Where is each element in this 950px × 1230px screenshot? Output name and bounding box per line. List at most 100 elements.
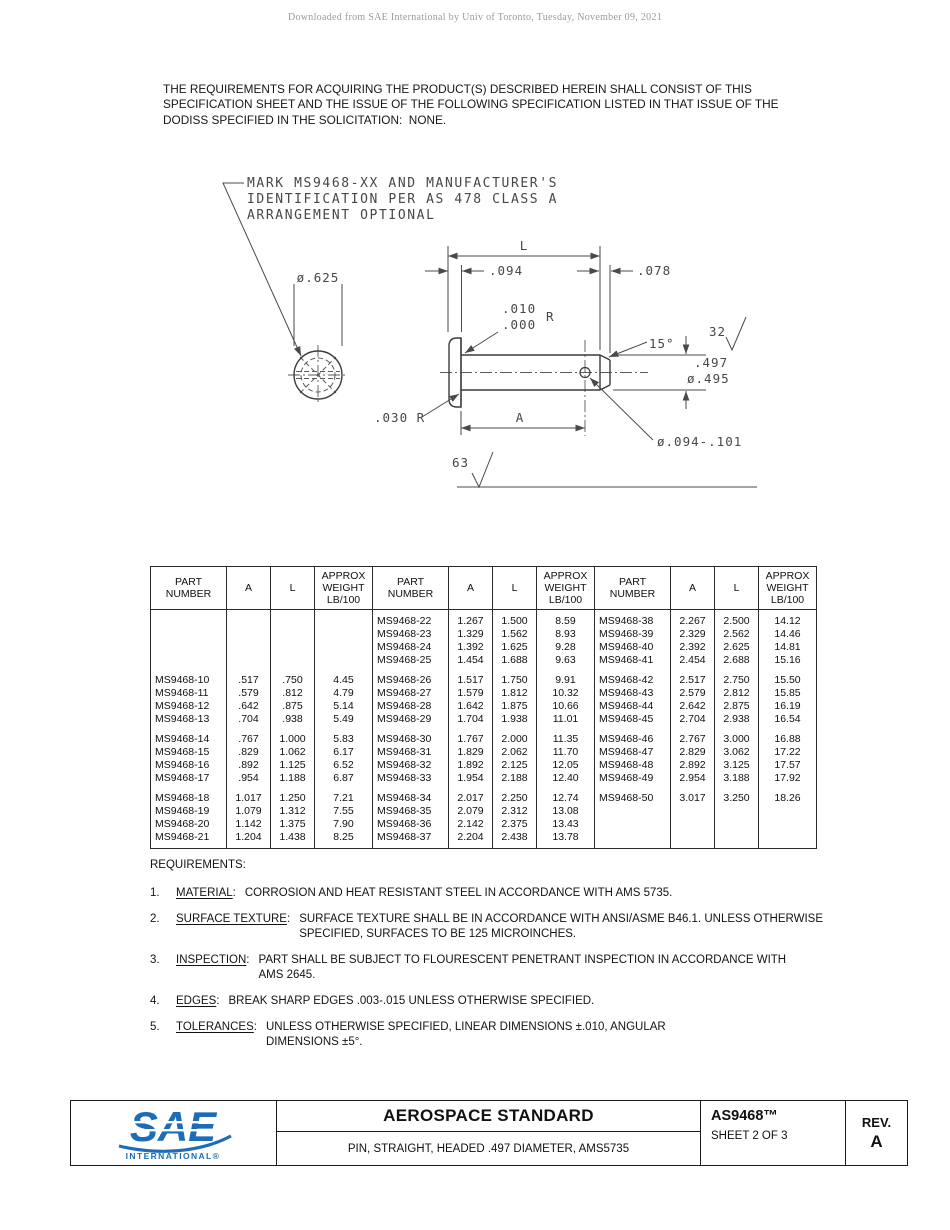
table-cell: 1.250 — [270, 791, 315, 805]
table-cell: MS9468-36 — [372, 817, 449, 831]
table-cell: 1.767 — [448, 732, 493, 746]
table-spacer-row — [150, 725, 817, 733]
table-cell — [270, 627, 315, 641]
table-cell: MS9468-46 — [594, 732, 671, 746]
table-cell: 2.579 — [670, 686, 715, 700]
table-cell — [150, 653, 227, 667]
table-cell: 18.26 — [758, 791, 817, 805]
table-cell: 1.079 — [226, 804, 271, 818]
table-cell: 3.125 — [714, 758, 759, 772]
table-cell: MS9468-24 — [372, 640, 449, 654]
table-cell: 1.017 — [226, 791, 271, 805]
end-view-head-circle — [293, 350, 343, 400]
title-block-center: AEROSPACE STANDARD PIN, STRAIGHT, HEADED… — [276, 1101, 701, 1165]
table-cell: MS9468-32 — [372, 758, 449, 772]
header-part-number: PART NUMBER — [150, 566, 227, 610]
table-cell — [594, 830, 671, 844]
table-cell: MS9468-42 — [594, 673, 671, 687]
dim-text-mask — [292, 271, 344, 284]
dim-dia-max-label: .497 — [694, 355, 728, 370]
marking-note-line1: MARK MS9468-XX AND MANUFACTURER'S — [247, 176, 558, 191]
header-weight: APPROX WEIGHT LB/100 — [758, 566, 817, 610]
table-cell: .938 — [270, 712, 315, 726]
table-cell: 2.062 — [492, 745, 537, 759]
sheet-number: SHEET 2 OF 3 — [711, 1130, 788, 1142]
table-cell: 2.454 — [670, 653, 715, 667]
table-cell: 1.375 — [270, 817, 315, 831]
table-cell: 11.35 — [536, 732, 595, 746]
technical-drawing: MARK MS9468-XX AND MANUFACTURER'S IDENTI… — [222, 176, 757, 489]
requirement-item: 5. TOLERANCES: UNLESS OTHERWISE SPECIFIE… — [150, 1020, 940, 1050]
table-header-row: PART NUMBER A L APPROX WEIGHT LB/100 PAR… — [150, 566, 817, 610]
table-cell: MS9468-22 — [372, 614, 449, 628]
table-cell: 13.08 — [536, 804, 595, 818]
table-cell: MS9468-34 — [372, 791, 449, 805]
table-cell — [714, 804, 759, 818]
table-cell — [714, 830, 759, 844]
table-cell: MS9468-18 — [150, 791, 227, 805]
table-cell: MS9468-26 — [372, 673, 449, 687]
table-cell: 9.91 — [536, 673, 595, 687]
marking-note-line2: IDENTIFICATION PER AS 478 CLASS A — [247, 192, 558, 207]
table-cell: 2.250 — [492, 791, 537, 805]
requirement-colon: : — [286, 913, 291, 925]
table-cell: .750 — [270, 673, 315, 687]
dim-dia-min-label: ø.495 — [687, 371, 730, 386]
table-cell: MS9468-27 — [372, 686, 449, 700]
table-cell: 2.079 — [448, 804, 493, 818]
table-cell: 1.938 — [492, 712, 537, 726]
requirement-item: 2. SURFACE TEXTURE: SURFACE TEXTURE SHAL… — [150, 912, 940, 942]
table-cell: MS9468-16 — [150, 758, 227, 772]
header-a: A — [448, 566, 493, 610]
table-cell: 2.188 — [492, 771, 537, 785]
table-cell: 1.892 — [448, 758, 493, 772]
table-cell: 17.22 — [758, 745, 817, 759]
table-cell: 1.188 — [270, 771, 315, 785]
table-cell: MS9468-33 — [372, 771, 449, 785]
table-cell: 2.704 — [670, 712, 715, 726]
table-cell: MS9468-23 — [372, 627, 449, 641]
table-cell: .579 — [226, 686, 271, 700]
table-cell: 11.70 — [536, 745, 595, 759]
header-weight: APPROX WEIGHT LB/100 — [314, 566, 373, 610]
table-cell: .642 — [226, 699, 271, 713]
table-cell: 2.312 — [492, 804, 537, 818]
table-cell: 2.892 — [670, 758, 715, 772]
table-cell: MS9468-31 — [372, 745, 449, 759]
requirement-label: MATERIAL — [176, 887, 233, 899]
table-cell: 5.83 — [314, 732, 373, 746]
table-cell: 11.01 — [536, 712, 595, 726]
parts-table-section: PART NUMBER A L APPROX WEIGHT LB/100 PAR… — [150, 566, 817, 849]
sae-logo: SAE INTERNATIONAL® — [71, 1101, 276, 1165]
table-cell — [758, 804, 817, 818]
table-cell: MS9468-17 — [150, 771, 227, 785]
table-cell: 2.954 — [670, 771, 715, 785]
document-number: AS9468™ — [711, 1108, 778, 1124]
dim-length-label: L — [520, 238, 529, 253]
pin-head — [448, 337, 462, 408]
table-cell: 2.500 — [714, 614, 759, 628]
intro-paragraph: THE REQUIREMENTS FOR ACQUIRING THE PRODU… — [163, 82, 779, 127]
table-cell: 3.250 — [714, 791, 759, 805]
table-cell — [270, 614, 315, 628]
table-cell: 1.392 — [448, 640, 493, 654]
table-cell: MS9468-15 — [150, 745, 227, 759]
table-cell: 2.750 — [714, 673, 759, 687]
requirement-number: 2. — [150, 913, 160, 925]
surface-finish-63-label: 63 — [452, 455, 469, 470]
revision-cell: REV. A — [845, 1101, 907, 1165]
table-cell: 1.954 — [448, 771, 493, 785]
cross-hole — [579, 366, 591, 379]
table-cell — [150, 640, 227, 654]
table-cell: 2.267 — [670, 614, 715, 628]
title-block: SAE INTERNATIONAL® AEROSPACE STANDARD PI… — [70, 1100, 908, 1166]
table-cell — [714, 817, 759, 831]
requirement-text: CORROSION AND HEAT RESISTANT STEEL IN AC… — [244, 887, 673, 899]
table-cell: 1.642 — [448, 699, 493, 713]
